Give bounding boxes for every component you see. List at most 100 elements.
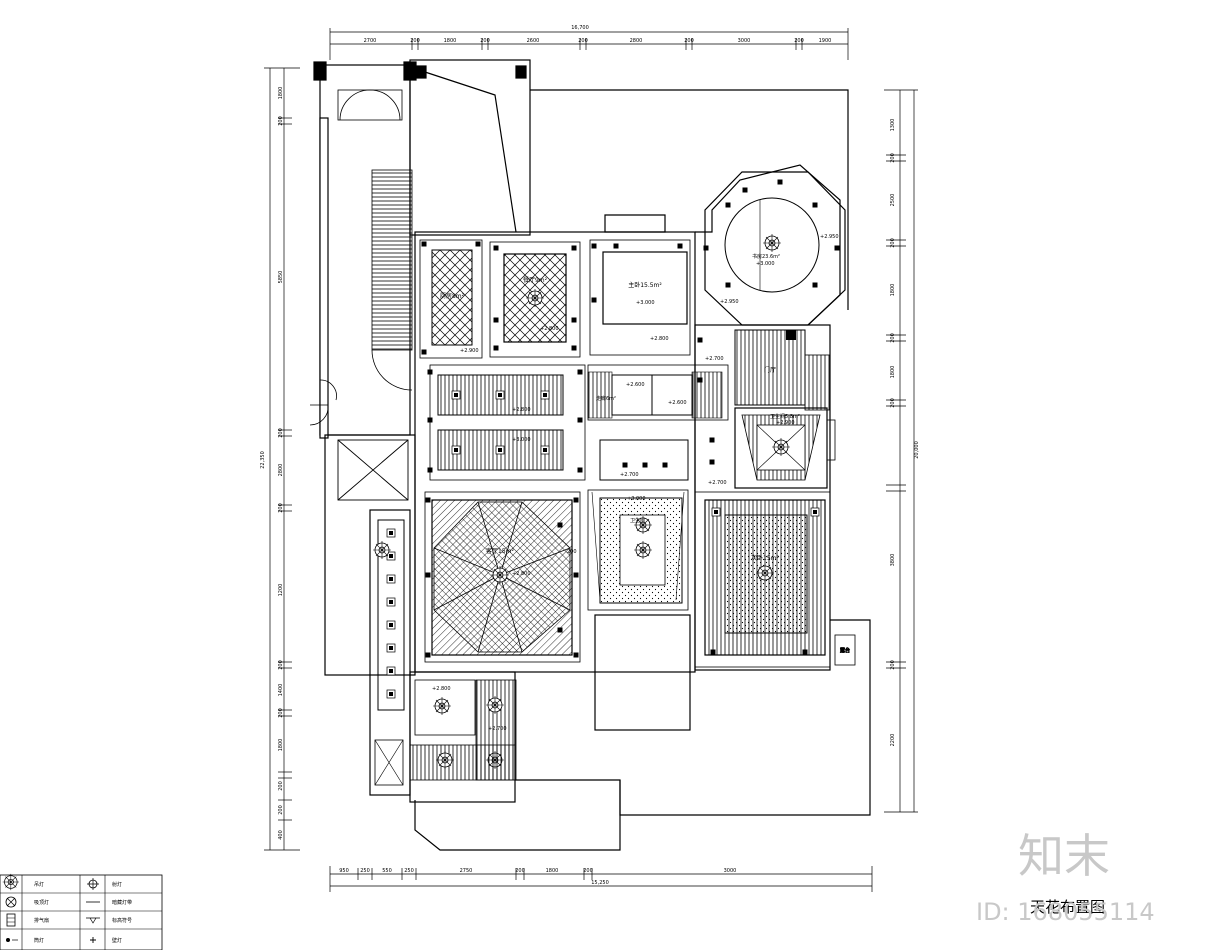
right-cabinet: 露台	[834, 634, 856, 666]
svg-text:1800: 1800	[890, 284, 896, 297]
exhaust-fan-icon	[6, 913, 16, 927]
svg-text:2500: 2500	[890, 194, 896, 207]
svg-text:3000: 3000	[738, 38, 751, 44]
room-label-master: 主卧15.5m²	[628, 281, 662, 289]
svg-text:标高符号: 标高符号	[112, 917, 132, 924]
svg-text:550: 550	[382, 868, 392, 874]
svg-text:2200: 2200	[890, 734, 896, 747]
svg-text:2600: 2600	[527, 38, 540, 44]
level-kitchen: +2.900	[460, 348, 479, 354]
svg-text:200: 200	[410, 38, 420, 44]
svg-text:门厅: 门厅	[764, 366, 776, 374]
svg-text:1800: 1800	[444, 38, 457, 44]
top-dimension-line	[329, 28, 849, 60]
left-segment-dimensions: 1800 200 5850 200 2800 200 1200 200 1400…	[278, 87, 284, 840]
room-corridor[interactable]: +2.800 +3.000	[427, 364, 586, 481]
top-total-dimension: 16,700	[571, 25, 589, 31]
svg-text:2750: 2750	[460, 868, 473, 874]
svg-text:200: 200	[278, 116, 284, 126]
small-lamp-icon	[87, 878, 99, 890]
svg-text:200: 200	[278, 503, 284, 513]
room-hallway[interactable]: 走廊6m² +2.600 +2.600	[587, 364, 729, 421]
svg-text:3800: 3800	[890, 554, 896, 567]
svg-text:200: 200	[515, 868, 525, 874]
room-middle-room[interactable]: +2.700 +2.700	[599, 437, 727, 487]
svg-text:+3.000: +3.000	[627, 496, 646, 502]
svg-text:400: 400	[278, 830, 284, 840]
svg-text:卫生间5.8m²: 卫生间5.8m²	[770, 413, 800, 420]
bottom-dimension-line	[329, 866, 873, 892]
svg-text:200: 200	[890, 333, 896, 343]
svg-text:2700: 2700	[364, 38, 377, 44]
left-corridor-lights	[372, 519, 405, 711]
room-foyer[interactable]: +2.800 +2.700	[374, 679, 517, 786]
room-label-kitchen: 厨房8m²	[440, 292, 465, 300]
svg-text:200: 200	[278, 708, 284, 718]
svg-text:+2.700: +2.700	[708, 480, 727, 486]
level-dining: +2.800	[540, 326, 559, 332]
svg-text:2800: 2800	[630, 38, 643, 44]
room-right-hatched[interactable]: 门厅 +2.700	[697, 329, 831, 411]
room-dining[interactable]: 餐厅9m² +2.800	[489, 241, 581, 358]
svg-text:射灯: 射灯	[112, 881, 122, 888]
staircase[interactable]	[309, 169, 413, 426]
ceiling-lamp-icon	[5, 896, 17, 908]
svg-text:+2.900: +2.900	[776, 420, 795, 426]
downlight-icon	[6, 938, 18, 942]
svg-text:暗藏灯带: 暗藏灯带	[112, 899, 132, 906]
svg-text:吸顶灯: 吸顶灯	[34, 899, 49, 906]
room-living[interactable]: 客厅15m² +2.800 200	[424, 491, 581, 663]
svg-text:+2.800: +2.800	[650, 336, 669, 342]
svg-text:200: 200	[890, 660, 896, 670]
svg-text:5850: 5850	[278, 271, 284, 284]
svg-text:200: 200	[890, 398, 896, 408]
svg-text:+2.800: +2.800	[432, 686, 451, 692]
svg-text:1300: 1300	[890, 119, 896, 132]
svg-text:3000: 3000	[724, 868, 737, 874]
watermark-brand: 知末	[1018, 829, 1110, 883]
svg-text:+2.950: +2.950	[720, 299, 739, 305]
watermark-id: ID: 168055114	[976, 898, 1155, 926]
top-segment-dimensions: 2700 200 1800 200 2600 200 2800 200 3000…	[364, 38, 832, 44]
room-bathroom-right[interactable]: 卫生间5.8m² +2.900	[734, 407, 836, 489]
svg-text:200: 200	[567, 549, 577, 555]
svg-text:+2.950: +2.950	[820, 234, 839, 240]
legend-box: 吊灯 吸顶灯 排气扇 筒灯 射灯 暗藏灯带 标高符号 壁灯	[0, 873, 163, 950]
level-icon	[86, 917, 100, 924]
room-label-living: 客厅15m²	[486, 547, 514, 555]
svg-text:+2.800: +2.800	[512, 407, 531, 413]
room-label-dining: 餐厅9m²	[523, 276, 548, 284]
drawing-title: 天花布置图	[1030, 898, 1105, 916]
room-kitchen[interactable]: 厨房8m² +2.900	[419, 239, 483, 359]
svg-text:200: 200	[278, 660, 284, 670]
svg-text:200: 200	[578, 38, 588, 44]
svg-text:+2.800: +2.800	[512, 571, 531, 577]
svg-text:+3.000: +3.000	[756, 261, 775, 267]
svg-text:200: 200	[278, 428, 284, 438]
svg-text:250: 250	[404, 868, 414, 874]
elevator-shaft	[337, 439, 409, 501]
svg-text:200: 200	[684, 38, 694, 44]
svg-text:排气扇: 排气扇	[34, 917, 49, 924]
room-secondary-bedroom[interactable]: 卫生间 +3.000	[587, 489, 689, 611]
room-study[interactable]: 次卧15m²	[694, 491, 831, 668]
svg-text:1800: 1800	[890, 366, 896, 379]
svg-text:200: 200	[890, 153, 896, 163]
svg-text:壁灯: 壁灯	[112, 937, 122, 944]
svg-text:200: 200	[583, 868, 593, 874]
room-master-bedroom[interactable]: 主卧15.5m² +3.000 +2.800	[589, 239, 691, 356]
svg-text:200: 200	[890, 238, 896, 248]
svg-text:200: 200	[278, 805, 284, 815]
svg-text:+2.600: +2.600	[626, 382, 645, 388]
svg-text:1800: 1800	[546, 868, 559, 874]
svg-text:1800: 1800	[278, 87, 284, 100]
left-dimension-line	[264, 67, 300, 851]
svg-text:+3.000: +3.000	[512, 437, 531, 443]
room-octagon-study[interactable]: 书房23.6m² +3.000 +2.950 +2.950	[703, 171, 846, 326]
svg-text:卫生间: 卫生间	[630, 517, 645, 524]
svg-text:1800: 1800	[278, 739, 284, 752]
right-total-dimension: 20,000	[914, 441, 920, 459]
left-total-dimension: 22,350	[260, 451, 266, 469]
svg-text:200: 200	[278, 781, 284, 791]
